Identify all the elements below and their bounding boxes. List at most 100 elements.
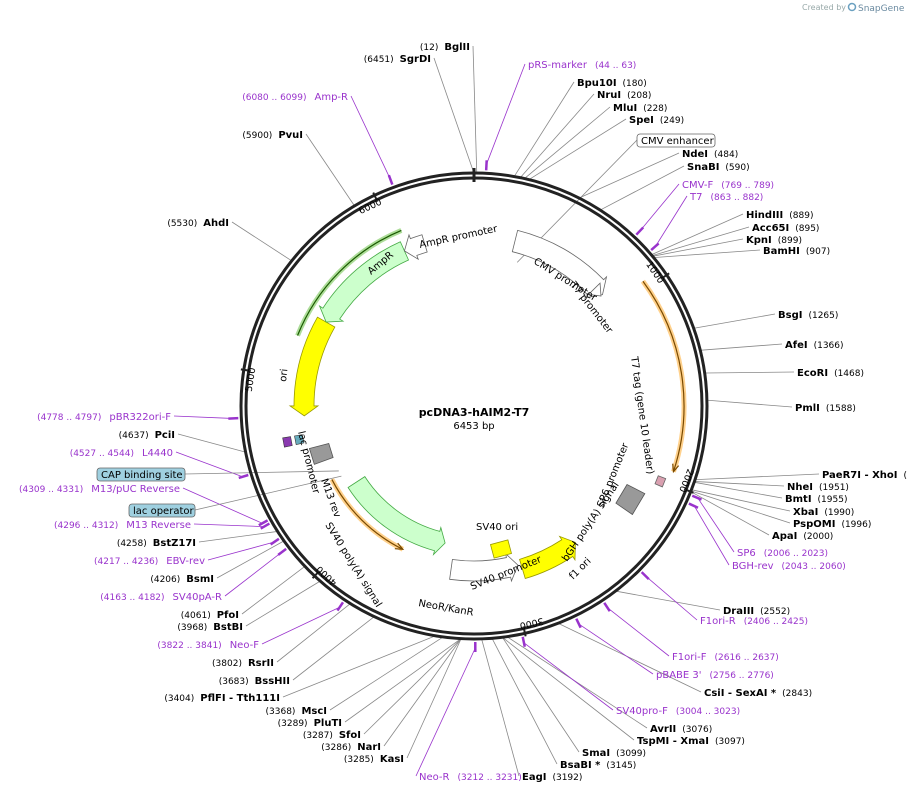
enzyme-site-kpni[interactable]: KpnI(899) bbox=[746, 235, 802, 246]
enzyme-site-bpu10i[interactable]: Bpu10I(180) bbox=[577, 78, 647, 89]
insert-arc-head bbox=[672, 463, 680, 474]
enzyme-site-kasi[interactable]: (3285)KasI bbox=[344, 754, 404, 765]
enzyme-name: KpnI bbox=[746, 235, 772, 246]
enzyme-site-acc65i[interactable]: Acc65I(895) bbox=[752, 223, 819, 234]
primer-l4440[interactable]: (4527 .. 4544)L4440 bbox=[70, 448, 173, 459]
feature-label-cap-binding-site[interactable]: CAP binding site bbox=[101, 470, 183, 481]
primer-prs-marker[interactable]: pRS-marker(44 .. 63) bbox=[528, 60, 636, 71]
enzyme-site-nhei[interactable]: NheI(1951) bbox=[787, 482, 849, 493]
enzyme-site-bstz17i[interactable]: (4258)BstZ17I bbox=[117, 538, 196, 549]
enzyme-site-ahdi[interactable]: (5530)AhdI bbox=[167, 218, 229, 229]
primer-name: T7 bbox=[689, 192, 702, 203]
enzyme-position: (907) bbox=[806, 247, 830, 257]
feature-label-bgh-polya[interactable]: bGH poly(A) signal bbox=[560, 480, 621, 564]
primer-mark-m13-puc-reverse bbox=[258, 519, 269, 527]
primer-m13-puc-reverse[interactable]: (4309 .. 4331)M13/pUC Reverse bbox=[19, 484, 180, 495]
enzyme-site-bsmi[interactable]: (4206)BsmI bbox=[150, 574, 214, 585]
enzyme-site-bmti[interactable]: BmtI(1955) bbox=[785, 494, 847, 505]
enzyme-site-tspmi-xmai[interactable]: TspMI - XmaI(3097) bbox=[637, 736, 745, 747]
enzyme-site-afei[interactable]: AfeI(1366) bbox=[785, 340, 844, 351]
primer-sv40pro-f[interactable]: SV40pro-F(3004 .. 3023) bbox=[616, 706, 740, 717]
enzyme-site-bsabi[interactable]: BsaBI *(3145) bbox=[560, 760, 636, 771]
primer-neo-f[interactable]: (3822 .. 3841)Neo-F bbox=[157, 640, 259, 651]
primer-name: SV40pro-F bbox=[616, 706, 668, 717]
enzyme-site-ndei[interactable]: NdeI(484) bbox=[682, 149, 738, 160]
primer-t7[interactable]: T7(863 .. 882) bbox=[689, 192, 763, 203]
enzyme-site-msci[interactable]: (3368)MscI bbox=[266, 706, 328, 717]
primer-pbabe-3[interactable]: pBABE 3'(2756 .. 2776) bbox=[656, 670, 774, 681]
enzyme-name: BsaBI * bbox=[560, 760, 601, 771]
enzyme-site-bsgi[interactable]: BsgI(1265) bbox=[778, 310, 838, 321]
primer-neo-r[interactable]: Neo-R(3212 .. 3231) bbox=[419, 772, 522, 783]
enzyme-site-eagi[interactable]: EagI(3192) bbox=[522, 772, 582, 783]
enzyme-site-sfoi[interactable]: (3287)SfoI bbox=[303, 730, 361, 741]
lac-operator-mark bbox=[294, 434, 305, 446]
enzyme-position: (2000) bbox=[803, 532, 833, 542]
primer-sv40pa-r[interactable]: (4163 .. 4182)SV40pA-R bbox=[100, 592, 222, 603]
enzyme-site-rsrii[interactable]: (3802)RsrII bbox=[212, 658, 274, 669]
enzyme-site-pmli[interactable]: PmlI(1588) bbox=[795, 403, 856, 414]
enzyme-site-sgrdi[interactable]: (6451)SgrDI bbox=[364, 54, 431, 65]
primer-f1ori-f[interactable]: F1ori-F(2616 .. 2637) bbox=[672, 652, 779, 663]
primer-pbr322ori-f[interactable]: (4778 .. 4797)pBR322ori-F bbox=[37, 412, 171, 423]
feature-label-neor-kanr[interactable]: NeoR/KanR bbox=[417, 598, 474, 619]
feature-label-t7-tag[interactable]: T7 tag (gene 10 leader) bbox=[628, 355, 656, 475]
enzyme-position: (1955) bbox=[818, 495, 848, 505]
enzyme-site-snabi[interactable]: SnaBI(590) bbox=[687, 162, 750, 173]
primer-cmv-f[interactable]: CMV-F(769 .. 789) bbox=[682, 180, 774, 191]
enzyme-site-nari[interactable]: (3286)NarI bbox=[321, 742, 381, 753]
feature-label-ori[interactable]: ori bbox=[278, 368, 290, 382]
enzyme-site-bglii[interactable]: (12)BglII bbox=[420, 42, 470, 53]
primer-mark-pbr322ori-f bbox=[228, 416, 239, 420]
enzyme-leader-paer7i-xhoi bbox=[696, 473, 820, 481]
enzyme-site-bstbi[interactable]: (3968)BstBI bbox=[177, 622, 243, 633]
primer-name: L4440 bbox=[142, 448, 173, 459]
primer-ebv-rev[interactable]: (4217 .. 4236)EBV-rev bbox=[94, 556, 205, 567]
primer-name: SP6 bbox=[737, 548, 756, 559]
primer-sp6[interactable]: SP6(2006 .. 2023) bbox=[737, 548, 828, 559]
enzyme-site-pcii[interactable]: (4637)PciI bbox=[119, 430, 175, 441]
primer-m13-reverse[interactable]: (4296 .. 4312)M13 Reverse bbox=[54, 520, 191, 531]
enzyme-site-paer7i-xhoi[interactable]: PaeR7I - XhoI(1942) bbox=[822, 470, 907, 481]
enzyme-name: PspOMI bbox=[793, 519, 835, 530]
primer-range: (4296 .. 4312) bbox=[54, 521, 118, 531]
enzyme-site-bamhi[interactable]: BamHI(907) bbox=[763, 246, 830, 257]
enzyme-site-pvui[interactable]: (5900)PvuI bbox=[242, 130, 303, 141]
feature-label-m13-rev[interactable]: M13 rev bbox=[318, 477, 342, 519]
enzyme-site-pluti[interactable]: (3289)PluTI bbox=[278, 718, 342, 729]
enzyme-name: AhdI bbox=[203, 218, 229, 229]
enzyme-site-nrui[interactable]: NruI(208) bbox=[597, 90, 651, 101]
feature-label-ampr-promoter[interactable]: AmpR promoter bbox=[418, 223, 499, 250]
primer-bgh-rev[interactable]: BGH-rev(2043 .. 2060) bbox=[732, 561, 846, 572]
enzyme-site-smai[interactable]: SmaI(3099) bbox=[582, 748, 646, 759]
enzyme-site-hindiii[interactable]: HindIII(889) bbox=[746, 210, 813, 221]
enzyme-position: (3404) bbox=[164, 694, 194, 704]
enzyme-position: (1366) bbox=[814, 341, 844, 351]
enzyme-site-bsshii[interactable]: (3683)BssHII bbox=[219, 676, 290, 687]
enzyme-name: PfoI bbox=[217, 610, 239, 621]
enzyme-site-draiii[interactable]: DraIII(2552) bbox=[723, 606, 790, 617]
enzyme-site-spei[interactable]: SpeI(249) bbox=[629, 115, 684, 126]
enzyme-site-pfoi[interactable]: (4061)PfoI bbox=[181, 610, 239, 621]
enzyme-site-apai[interactable]: ApaI(2000) bbox=[772, 531, 833, 542]
enzyme-leader-bstbi bbox=[245, 581, 320, 627]
primer-range: (2756 .. 2776) bbox=[710, 671, 774, 681]
enzyme-leader-kasi bbox=[406, 639, 462, 759]
primer-name: F1ori-F bbox=[672, 652, 707, 663]
primer-mark-cmv-f bbox=[635, 226, 645, 236]
primer-leader-amp-r bbox=[350, 95, 391, 180]
feature-label-cmv-enhancer[interactable]: CMV enhancer bbox=[641, 136, 715, 147]
enzyme-site-csii-sexai[interactable]: CsiI - SexAI *(2843) bbox=[704, 688, 812, 699]
enzyme-site-pflfi-tth111i[interactable]: (3404)PflFI - Tth111I bbox=[164, 693, 280, 704]
enzyme-site-pspomi[interactable]: PspOMI(1996) bbox=[793, 519, 871, 530]
enzyme-site-avrii[interactable]: AvrII(3076) bbox=[650, 724, 712, 735]
primer-amp-r[interactable]: (6080 .. 6099)Amp-R bbox=[242, 92, 348, 103]
feature-label-lac-operator[interactable]: lac operator bbox=[133, 506, 194, 517]
primer-f1ori-r[interactable]: F1ori-R(2406 .. 2425) bbox=[700, 616, 808, 627]
primer-name: CMV-F bbox=[682, 180, 713, 191]
enzyme-site-ecori[interactable]: EcoRI(1468) bbox=[797, 368, 864, 379]
enzyme-site-xbai[interactable]: XbaI(1990) bbox=[793, 507, 854, 518]
enzyme-site-mlui[interactable]: MluI(228) bbox=[613, 103, 667, 114]
feature-label-sv40-ori[interactable]: SV40 ori bbox=[476, 522, 518, 533]
